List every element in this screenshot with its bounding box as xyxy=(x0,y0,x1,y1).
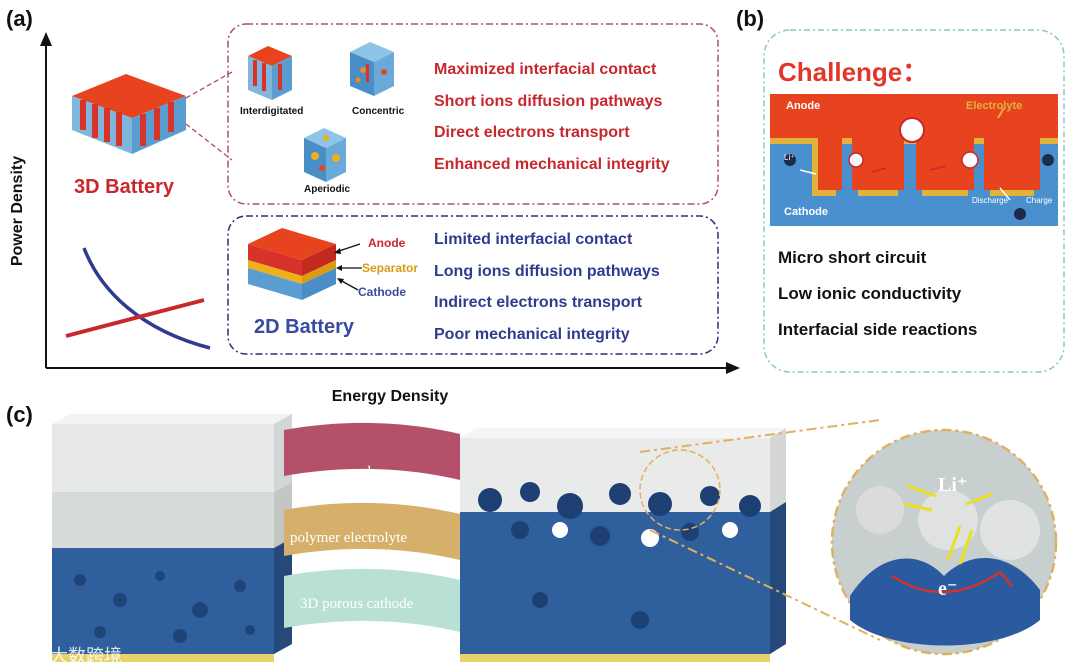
3d-feature-item: Maximized interfacial contact xyxy=(434,61,657,78)
2d-feature-list: Limited interfacial contact Long ions di… xyxy=(434,224,660,350)
label-interdigitated: Interdigitated xyxy=(240,106,304,117)
ribbon-electrolyte-label: polymer electrolyte xyxy=(290,530,408,546)
3d-feature-item: Direct electrons transport xyxy=(434,124,630,141)
challenge-list: Micro short circuit Low ionic conductivi… xyxy=(778,240,977,348)
challenge-title: Challenge： xyxy=(778,57,929,87)
panel-a-graphics xyxy=(40,23,740,374)
2d-feature-item: Poor mechanical integrity xyxy=(434,325,630,343)
schematic-anode-label: Anode xyxy=(786,100,821,112)
zoom-circle xyxy=(830,428,1058,656)
3d-feature-item: Enhanced mechanical integrity xyxy=(434,155,670,173)
schematic-electrolyte-label: Electrolyte xyxy=(966,100,1023,112)
challenge-item: Low ionic conductivity xyxy=(778,284,962,303)
challenge-item: Interfacial side reactions xyxy=(778,320,978,339)
label-aperiodic: Aperiodic xyxy=(304,184,351,195)
ribbon-anode-label: anode xyxy=(340,464,379,481)
zoom-li-ion-label: Li⁺ xyxy=(938,474,968,496)
2d-feature-item: Limited interfacial contact xyxy=(434,231,633,248)
ribbon-3d-porous-cathode xyxy=(284,568,460,632)
schematic-charge-label: Charge xyxy=(1026,196,1053,205)
3d-battery-box xyxy=(227,23,719,205)
watermark: 大数跨境 xyxy=(50,646,122,667)
2d-battery-title: 2D Battery xyxy=(254,316,355,338)
layer-cathode-label: Cathode xyxy=(358,285,406,299)
layer-anode-label: Anode xyxy=(368,236,406,250)
schematic-discharge-label: Discharge xyxy=(972,196,1009,205)
panel-c-graphics xyxy=(52,414,1058,662)
interdigitated-cross-section xyxy=(770,94,1058,226)
panel-b-label: (b) xyxy=(736,6,765,31)
3d-feature-item: Short ions diffusion pathways xyxy=(434,92,663,110)
panel-c-label: (c) xyxy=(6,402,33,427)
x-axis-label: Energy Density xyxy=(331,388,449,405)
ribbon-cathode-label: 3D porous cathode xyxy=(300,596,414,612)
aperiodic-icon xyxy=(304,128,346,182)
axes xyxy=(40,32,740,374)
2d-feature-item: Indirect electrons transport xyxy=(434,294,643,311)
2d-feature-item: Long ions diffusion pathways xyxy=(434,262,660,280)
challenge-item: Micro short circuit xyxy=(778,248,927,267)
3d-battery-icon xyxy=(72,74,186,154)
ribbon-polymer-electrolyte xyxy=(284,502,460,560)
label-concentric: Concentric xyxy=(352,106,405,117)
power-energy-curve xyxy=(82,247,211,350)
challenge-box xyxy=(763,29,1065,373)
concentric-icon xyxy=(350,42,394,96)
zoom-electron-label: e⁻ xyxy=(938,578,958,600)
2d-battery-icon xyxy=(248,228,336,300)
2d-battery-box xyxy=(227,215,719,355)
3d-battery-title: 3D Battery xyxy=(74,176,175,198)
ribbon-anode xyxy=(284,422,460,480)
trend-line xyxy=(65,298,205,338)
conventional-cell-block xyxy=(52,414,292,662)
panel-a-label: (a) xyxy=(6,6,33,31)
schematic-cathode-label: Cathode xyxy=(784,206,828,218)
panel-b-graphics xyxy=(763,29,1065,373)
3d-cell-block xyxy=(460,428,786,662)
layer-separator-label: Separator xyxy=(362,261,419,275)
3d-feature-list: Maximized interfacial contact Short ions… xyxy=(434,54,670,180)
interdigitated-icon xyxy=(248,46,292,100)
schematic-ion-label: Li⁺ xyxy=(784,153,795,162)
